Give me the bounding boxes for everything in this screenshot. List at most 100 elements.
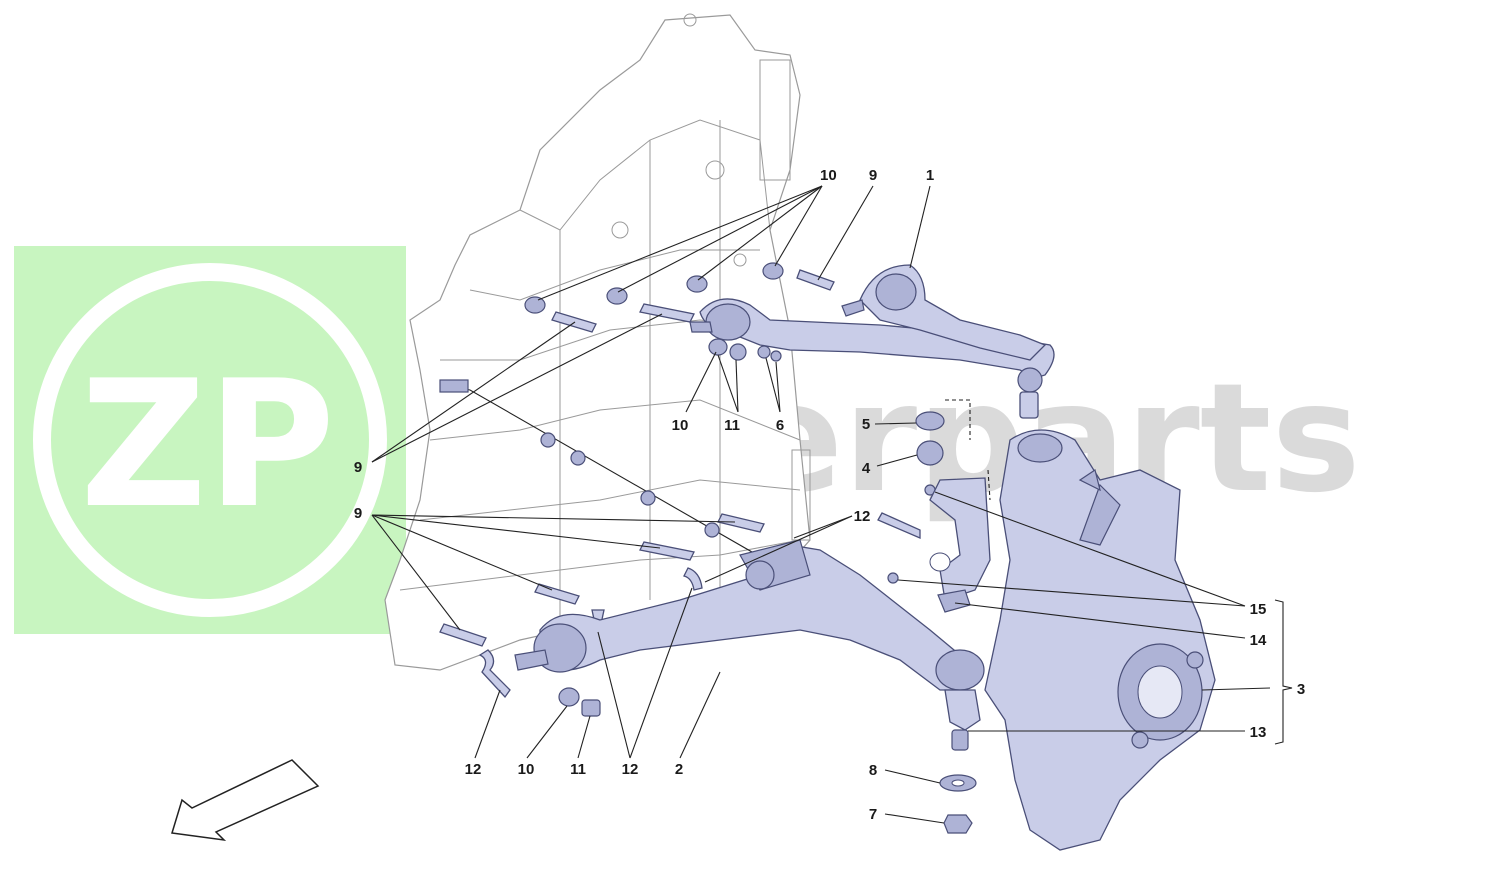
link-rod-bush-a	[540, 432, 556, 448]
wheel-hub-bore	[1137, 665, 1183, 719]
callout-15: 15	[1250, 601, 1267, 618]
frame-hole-4	[733, 253, 747, 267]
callout-13: 13	[1250, 724, 1267, 741]
arrow-down-left-icon	[171, 759, 320, 842]
lower-wishbone	[514, 539, 985, 751]
link-rod-bush-c	[640, 490, 656, 506]
frame-rib-6	[399, 539, 801, 591]
washer-10-d	[762, 262, 784, 280]
lower-nut-washer	[939, 774, 977, 834]
lower-wishbone-bush-front	[745, 560, 775, 590]
chassis-frame	[384, 13, 811, 671]
frame-hole-2	[705, 160, 725, 180]
washer-8-hole	[951, 779, 965, 787]
knuckle-logo	[1078, 469, 1101, 492]
knuckle-upright	[984, 429, 1216, 851]
callout-9-left-upper: 9	[354, 459, 362, 476]
frame-rib-4	[429, 399, 801, 441]
frame-hole-3	[611, 221, 629, 239]
small-hardware	[887, 411, 991, 613]
watermark-logo-text: ZP	[80, 344, 335, 547]
bolt-6-b	[770, 350, 782, 362]
frame-side-bracket	[791, 449, 811, 541]
frame-rib-5	[419, 479, 801, 521]
callout-7: 7	[869, 806, 877, 823]
clip-12-a	[478, 649, 511, 699]
clip-12-d	[877, 512, 921, 539]
frame-hole-1	[683, 13, 697, 27]
callout-12-bottom: 12	[622, 761, 639, 778]
callout-10-top: 10	[820, 167, 837, 184]
frame-fasteners	[439, 262, 921, 717]
callout-14: 14	[1250, 632, 1267, 649]
pin-9-e	[439, 623, 487, 647]
callout-12-bottom-left: 12	[465, 761, 482, 778]
sensor-bracket-15	[929, 477, 991, 601]
knuckle-body	[984, 429, 1216, 851]
upper-wishbone-bush-rear	[705, 303, 751, 341]
pin-9-f	[717, 513, 765, 533]
callout-labels: 10 9 1 9 9 10 11 6 5 4 12 15 14 3 13 8 7…	[354, 167, 1305, 823]
nut-7	[943, 814, 973, 834]
upper-ball-joint	[1017, 367, 1043, 393]
washer-10-a	[524, 296, 546, 314]
pin-9-upper	[796, 269, 835, 291]
callout-3: 3	[1297, 681, 1305, 698]
bolt-6-a	[757, 345, 771, 359]
callout-6: 6	[776, 417, 784, 434]
frame-rib-2	[469, 249, 760, 301]
upper-wishbone-bolt-front	[841, 299, 865, 317]
upper-wishbone-bolt	[689, 321, 713, 333]
callout-10-bottom: 10	[518, 761, 535, 778]
watermark-logo-ring	[33, 263, 387, 617]
lower-wishbone-bolt	[514, 649, 549, 671]
pin-9-c	[639, 541, 695, 561]
knuckle-cutout	[1079, 483, 1121, 546]
leader-lines	[371, 185, 1293, 824]
washer-10-c	[686, 275, 708, 293]
nut-4	[916, 440, 944, 466]
callout-2: 2	[675, 761, 683, 778]
frame-upper-mount	[759, 59, 791, 181]
frame-outline	[384, 14, 811, 671]
knuckle-bolt-a	[1131, 731, 1149, 749]
watermark-logo-background	[14, 246, 406, 634]
upper-wishbone-bush-front	[875, 273, 917, 311]
upper-ball-joint-stud	[1019, 391, 1039, 419]
callout-11-bottom: 11	[570, 761, 586, 778]
nut-11-lower	[581, 699, 601, 717]
knuckle-top-eye	[1017, 433, 1063, 463]
lower-ball-joint	[935, 649, 985, 691]
callout-4: 4	[862, 460, 871, 477]
callout-9-left-lower: 9	[354, 505, 362, 522]
sensor-bracket-hole	[929, 552, 951, 572]
clip-12-c	[683, 567, 703, 591]
callout-12-right: 12	[854, 508, 871, 525]
callout-9-top: 9	[869, 167, 877, 184]
bolt-14	[887, 572, 899, 584]
knuckle-bolt-b	[1186, 651, 1204, 669]
callout-11-mid: 11	[724, 417, 740, 434]
pin-9-a	[551, 311, 597, 333]
callout-10-mid: 10	[672, 417, 689, 434]
callout-8: 8	[869, 762, 877, 779]
washer-5	[915, 411, 945, 431]
upper-wishbone	[689, 264, 1055, 419]
callout-5: 5	[862, 416, 870, 433]
watermark: ZP zuperparts	[14, 246, 1361, 634]
lower-ball-joint-pin-13	[951, 729, 969, 751]
callout-1: 1	[926, 167, 934, 184]
pin-9-d	[534, 583, 580, 605]
link-rod-bush-d	[704, 522, 720, 538]
washer-10-b	[606, 287, 628, 305]
washer-10-upper	[708, 338, 728, 356]
pin-9-b	[639, 303, 695, 323]
washer-10-lower	[558, 687, 580, 707]
nut-11-upper	[729, 343, 747, 361]
link-rod-bush-b	[570, 450, 586, 466]
link-rod-end	[439, 379, 469, 393]
bracket-14	[937, 589, 971, 613]
lower-ball-joint-stud	[944, 689, 981, 731]
